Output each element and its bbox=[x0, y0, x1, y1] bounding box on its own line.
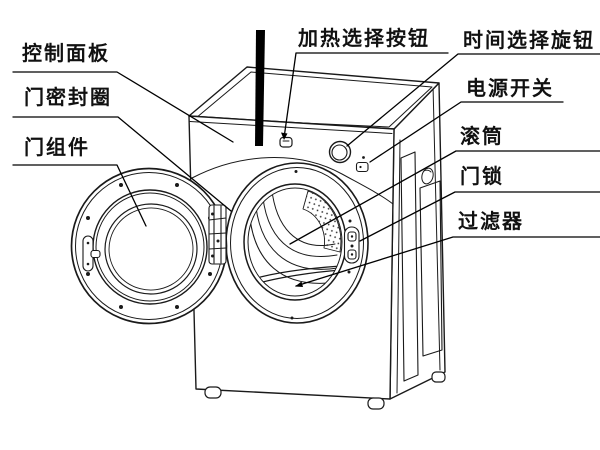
time-select-knob bbox=[328, 140, 352, 164]
leader-door-lock bbox=[359, 191, 600, 242]
drum-interior bbox=[248, 188, 342, 286]
foot-back-right bbox=[431, 371, 446, 383]
leader-filter bbox=[295, 236, 600, 287]
label-power-switch: 电源开关 bbox=[466, 78, 554, 100]
door-hinge bbox=[208, 204, 227, 265]
leader-power-switch bbox=[369, 101, 564, 163]
label-door-seal: 门密封圈 bbox=[24, 87, 112, 109]
leader-control-panel bbox=[12, 71, 234, 143]
label-time-select-knob: 时间选择旋钮 bbox=[463, 30, 595, 52]
leader-heat-button bbox=[283, 52, 449, 139]
door-assembly bbox=[70, 167, 228, 325]
leader-door-seal bbox=[12, 116, 232, 212]
control-panel-contour bbox=[191, 157, 394, 205]
side-vent-handle bbox=[421, 167, 434, 185]
bezel-screws bbox=[290, 170, 352, 320]
label-control-panel: 控制面板 bbox=[22, 43, 110, 65]
power-switch bbox=[355, 156, 369, 173]
drum-perforations bbox=[302, 190, 342, 253]
label-filter: 过滤器 bbox=[458, 211, 524, 233]
black-vertical-bar bbox=[255, 30, 265, 146]
door-glass bbox=[104, 203, 198, 295]
foot-front-right bbox=[367, 397, 385, 410]
heat-select-button bbox=[279, 136, 293, 148]
leader-lines bbox=[12, 52, 600, 287]
arrowhead-filter bbox=[295, 281, 303, 287]
label-drum: 滚筒 bbox=[460, 126, 504, 148]
door-lock bbox=[343, 226, 360, 264]
label-door-assembly: 门组件 bbox=[24, 137, 90, 159]
side-recess-back bbox=[419, 180, 443, 357]
leader-time-knob bbox=[346, 53, 600, 147]
side-recess-front bbox=[400, 151, 419, 382]
door-opening-bezel bbox=[225, 162, 369, 324]
label-heat-select-button: 加热选择按钮 bbox=[298, 28, 430, 50]
label-door-lock: 门锁 bbox=[460, 166, 504, 188]
leader-door-assembly bbox=[12, 164, 147, 227]
door-latch bbox=[82, 235, 101, 272]
leader-drum bbox=[289, 150, 600, 245]
arrowhead-heat-button bbox=[281, 132, 288, 140]
feet bbox=[204, 371, 446, 410]
side-panel bbox=[389, 82, 446, 400]
foot-front-left bbox=[204, 386, 222, 399]
